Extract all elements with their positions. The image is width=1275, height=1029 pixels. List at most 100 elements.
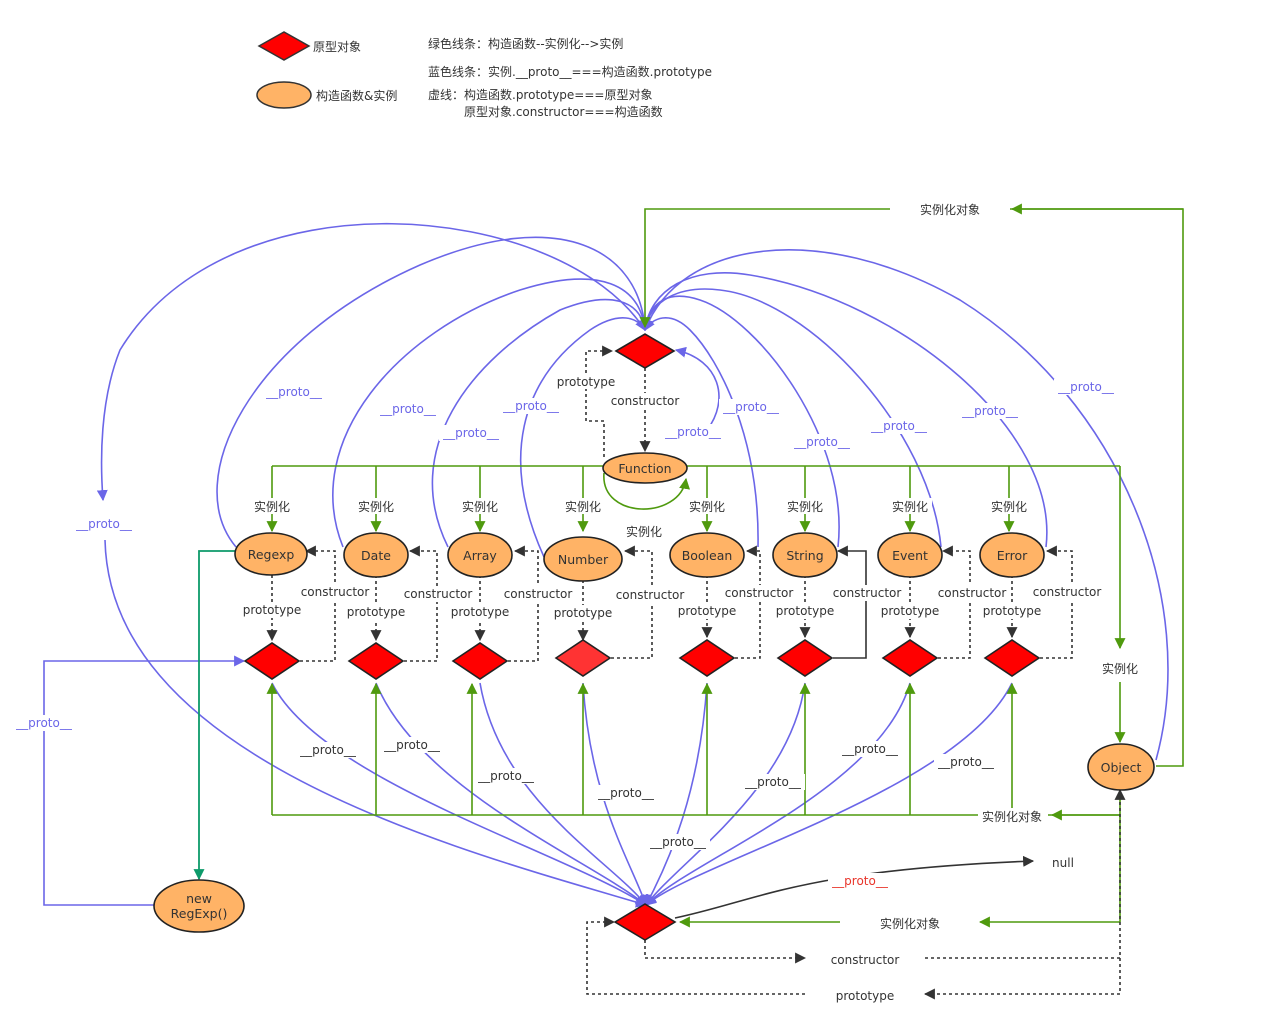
proto-label-top-regexp: __proto__ [265,385,323,399]
legend: 原型对象 构造函数&实例 绿色线条：构造函数--实例化-->实例 蓝色线条：实例… [256,31,712,119]
legend-dashed-line-text-2: 原型对象.constructor===构造函数 [464,104,663,119]
constructor-label-error: constructor [1033,585,1102,599]
newregexp-proto-line [43,655,246,906]
regexp-node [234,532,308,576]
prototype-label-function: prototype [557,375,615,389]
instantiate-object-label-bus: 实例化对象 [982,809,1042,824]
prototype-label-date: prototype [347,605,405,619]
array-node-label: Array [463,548,497,563]
line-labels: 实例化 实例化 实例化 实例化 实例化 实例化 实例化 实例化 实例化 实例化 … [12,202,1142,1003]
legend-green-line-text: 绿色线条：构造函数--实例化-->实例 [428,36,623,51]
event-node-label: Event [892,548,928,563]
null-label: null [1052,856,1074,870]
object-node [1087,743,1155,791]
proto-lines-top [96,222,1169,761]
proto-label-bottom-array: __proto__ [477,769,535,783]
instantiate-label-event: 实例化 [892,499,928,514]
regexp-instantiate-line [193,550,236,881]
constructor-label-number: constructor [616,588,685,602]
null-proto-line [674,855,1035,919]
instantiate-label-object: 实例化 [1102,661,1138,676]
proto-lines-bottom [104,539,1013,908]
error-node-label: Error [997,548,1028,563]
constructor-label-string: constructor [833,586,902,600]
event-node [877,532,943,578]
proto-label-bottom-date: __proto__ [383,738,441,752]
proto-label-top-date: __proto__ [379,402,437,416]
string-prototype-diamond [776,639,834,677]
proto-label-bottom-error: __proto__ [937,755,995,769]
string-node [772,532,838,578]
legend-blue-line-text: 蓝色线条：实例.__proto__===构造函数.prototype [428,64,712,79]
constructor-label-event: constructor [938,586,1007,600]
function-node-label: Function [618,461,671,476]
constructor-label-date: constructor [404,587,473,601]
function-node [602,452,688,484]
prototype-label-object: prototype [836,989,894,1003]
prototype-label-error: prototype [983,604,1041,618]
array-prototype-diamond [451,642,509,680]
instantiate-object-label-top: 实例化对象 [920,202,980,217]
proto-label-left-function: __proto__ [75,517,133,531]
proto-label-top-boolean: __proto__ [722,400,780,414]
prototype-label-boolean: prototype [678,604,736,618]
array-node [447,532,513,578]
instantiate-label-regexp: 实例化 [254,499,290,514]
object-node-label: Object [1101,760,1142,775]
prototype-label-string: prototype [776,604,834,618]
constructor-label-boolean: constructor [725,586,794,600]
instantiate-label-error: 实例化 [991,499,1027,514]
legend-constructor-label: 构造函数&实例 [316,88,397,103]
proto-label-new-regexp: __proto__ [15,716,73,730]
proto-label-top-array: __proto__ [442,426,500,440]
new-regexp-node-label-1: new [186,891,212,906]
prototype-label-number: prototype [554,606,612,620]
legend-prototype-label: 原型对象 [313,40,361,54]
proto-label-top-error: __proto__ [961,404,1019,418]
boolean-node-label: Boolean [682,548,733,563]
proto-label-bottom-number: __proto__ [597,786,655,800]
constructor-label-array: constructor [504,587,573,601]
proto-label-bottom-boolean: __proto__ [649,835,707,849]
instantiate-label-boolean: 实例化 [689,499,725,514]
legend-dashed-line-text-1: 虚线：构造函数.prototype===原型对象 [428,87,652,102]
proto-label-bottom-string: __proto__ [744,775,802,789]
instantiate-label-date: 实例化 [358,499,394,514]
node-labels: Function Regexp Date Array Number Boolea… [171,461,1142,921]
prototype-label-array: prototype [451,605,509,619]
new-regexp-node [153,879,245,933]
number-node-label: Number [558,552,609,567]
instantiate-label-array: 实例化 [462,499,498,514]
regexp-prototype-diamond [243,642,301,680]
event-prototype-diamond [881,639,939,677]
string-node-label: String [786,548,823,563]
instantiate-object-label-bottom: 实例化对象 [880,916,940,931]
regexp-node-label: Regexp [248,547,295,562]
date-node [343,532,409,578]
proto-label-top-number: __proto__ [502,399,560,413]
number-prototype-diamond [554,639,612,677]
legend-constructor-ellipse [256,81,312,109]
prototype-constructor-lines [266,345,1126,1000]
number-node [543,536,623,582]
object-prototype-diamond [613,903,677,941]
proto-label-top-event: __proto__ [870,419,928,433]
instantiate-label-function: 实例化 [626,524,662,539]
function-prototype-diamond [614,333,676,369]
boolean-prototype-diamond [678,639,736,677]
legend-prototype-diamond [257,31,311,61]
proto-label-top-string: __proto__ [793,435,851,449]
error-node [979,532,1045,578]
instantiate-label-number: 实例化 [565,499,601,514]
constructor-label-function: constructor [611,394,680,408]
proto-label-top-function: __proto__ [664,425,722,439]
prototype-label-event: prototype [881,604,939,618]
proto-label-object-prototype-null: __proto__ [831,874,889,888]
instantiate-label-string: 实例化 [787,499,823,514]
proto-label-top-object: __proto__ [1057,380,1115,394]
proto-label-bottom-event: __proto__ [841,742,899,756]
boolean-node [669,532,745,578]
new-regexp-node-label-2: RegExp() [171,906,228,921]
constructor-label-object: constructor [831,953,900,967]
